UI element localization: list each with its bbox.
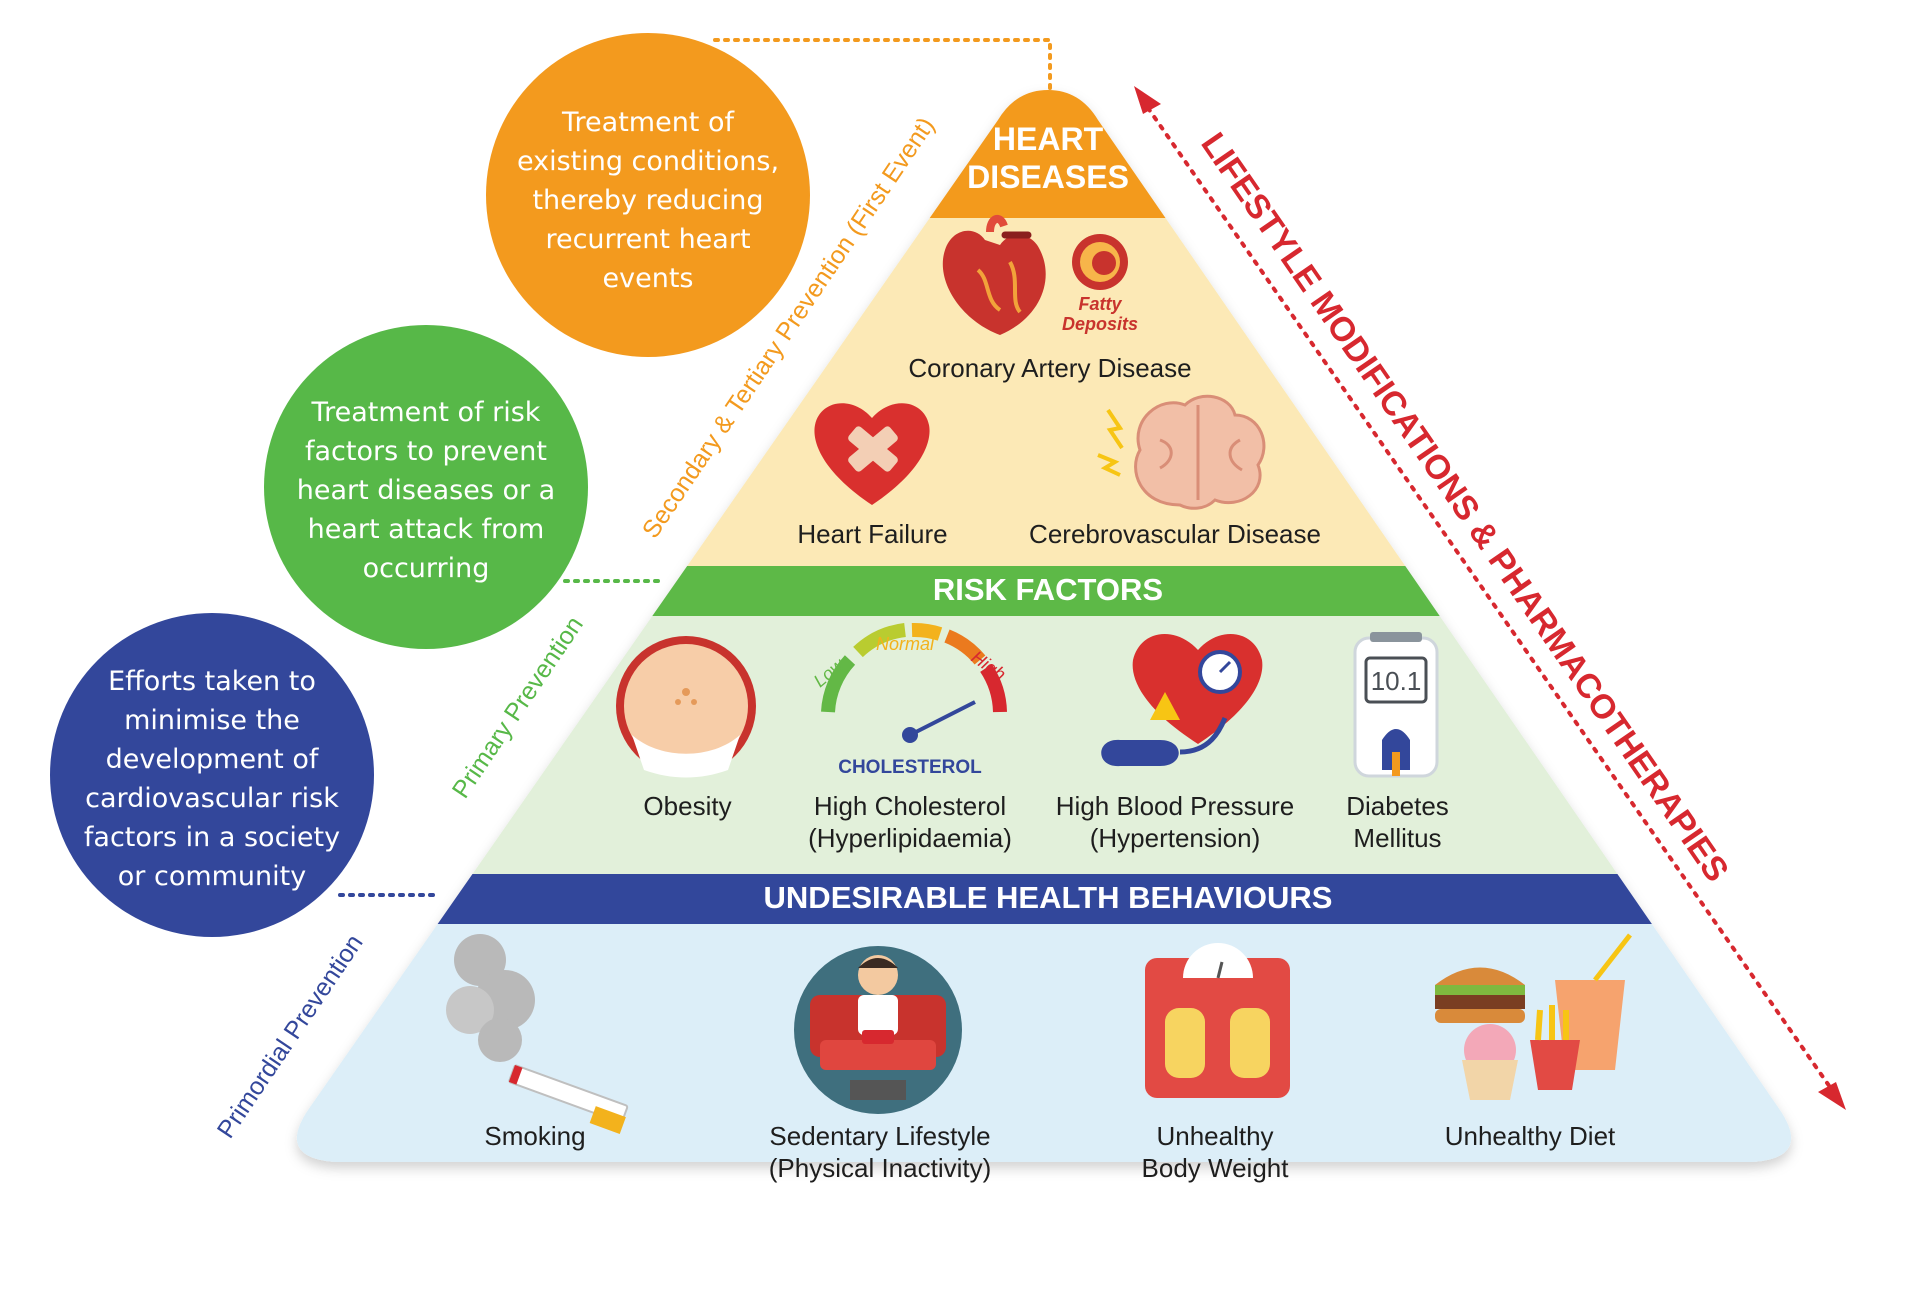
behaviour-label: Sedentary Lifestyle (Physical Inactivity… xyxy=(768,1121,992,1183)
behaviours-band xyxy=(296,874,1792,924)
heart-anatomy-icon xyxy=(942,214,1046,335)
risk-factors-title: RISK FACTORS xyxy=(932,572,1164,607)
risk-factor-label: Diabetes Mellitus xyxy=(1346,791,1449,853)
heart-diseases-title: HEART DISEASES xyxy=(967,121,1129,195)
behaviour-label: Unhealthy Body Weight xyxy=(1141,1121,1289,1183)
cholesterol-gauge-icon: Low Normal High CHOLESTEROL xyxy=(810,622,1010,778)
obesity-belly-icon xyxy=(616,636,756,778)
weighing-scale-icon xyxy=(1145,943,1290,1098)
behaviour-label: Unhealthy Diet xyxy=(1444,1121,1616,1151)
secondary-prevention-description: Treatment of existing conditions, thereb… xyxy=(516,107,780,294)
artery-cross-section-icon xyxy=(1072,234,1128,290)
arrow-down-head-icon xyxy=(1818,1082,1846,1110)
couch-potato-icon xyxy=(794,946,962,1114)
brain-icon xyxy=(1097,394,1266,510)
blue-bubble xyxy=(50,613,374,937)
glucometer-icon: 10.1 xyxy=(1353,632,1439,778)
blood-pressure-heart-icon xyxy=(1101,633,1263,767)
primary-prevention-description: Treatment of risk factors to prevent hea… xyxy=(296,397,556,584)
risk-factor-label: Obesity xyxy=(643,791,732,821)
fast-food-icon xyxy=(1435,933,1632,1100)
green-bubble xyxy=(264,325,588,649)
bandaged-heart-icon xyxy=(814,403,930,505)
connector-lines xyxy=(338,38,1052,897)
primordial-prevention-description: Efforts taken to minimise the developmen… xyxy=(83,666,341,892)
gauge-caption: CHOLESTEROL xyxy=(838,757,982,778)
heart-failure-label: Heart Failure xyxy=(797,519,948,549)
glucometer-reading: 10.1 xyxy=(1371,666,1422,696)
behaviours-title: UNDESIRABLE HEALTH BEHAVIOURS xyxy=(763,880,1333,915)
gauge-normal-label: Normal xyxy=(876,634,935,654)
cerebrovascular-disease-label: Cerebrovascular Disease xyxy=(1029,519,1321,549)
behaviour-label: Smoking xyxy=(484,1121,586,1151)
coronary-artery-disease-label: Coronary Artery Disease xyxy=(908,353,1192,383)
risk-factor-label: High Cholesterol (Hyperlipidaemia) xyxy=(808,791,1012,853)
cigarette-smoke-icon xyxy=(446,934,629,1134)
orange-bubble xyxy=(486,33,810,357)
arrow-up-head-icon xyxy=(1134,86,1161,114)
orange-connector xyxy=(713,38,1052,90)
risk-factor-label: High Blood Pressure (Hypertension) xyxy=(1055,791,1295,853)
